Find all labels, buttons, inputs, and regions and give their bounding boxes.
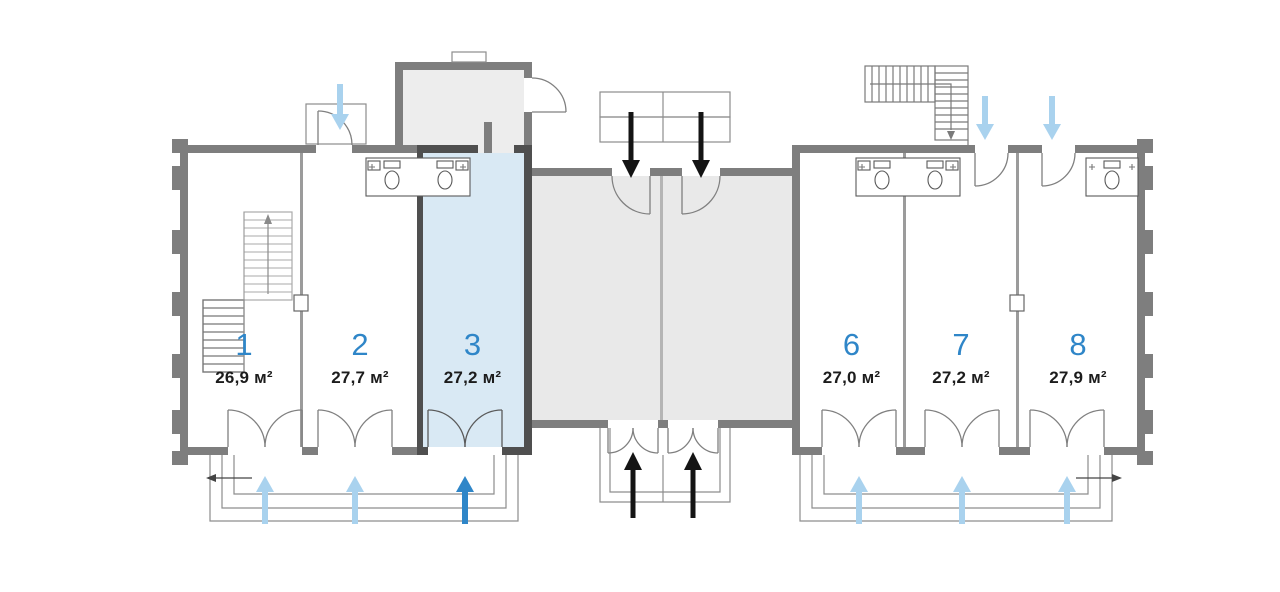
terrace-left-step-2 <box>221 455 507 509</box>
toilet-icon <box>874 170 890 190</box>
entrance-arrow-up-icon <box>684 452 702 518</box>
access-arrow-up-unit-8-icon <box>1058 476 1076 524</box>
door-arc-common-top-left <box>611 175 651 215</box>
toilet-icon <box>384 170 400 190</box>
unit-3-region[interactable] <box>423 153 524 447</box>
terrace-right-step-2 <box>811 455 1101 509</box>
canopy-left <box>305 103 367 145</box>
unit-regions <box>188 153 1137 447</box>
terrace-left-step-1 <box>209 455 519 522</box>
french-doors-unit-2 <box>317 409 393 448</box>
door-arc-unit-7-entrance <box>974 152 1009 187</box>
bathroom-fixtures <box>365 157 1139 197</box>
terrace-left-step-3 <box>233 455 495 495</box>
unit-access-arrows-light <box>256 84 1076 524</box>
interior-staircase <box>202 211 293 373</box>
canopy-center-outer <box>599 91 731 118</box>
access-arrow-down-icon <box>1043 96 1061 140</box>
unit-2-region[interactable] <box>303 153 416 447</box>
access-arrow-up-unit-6-icon <box>850 476 868 524</box>
bathroom-units-6-7 <box>855 157 961 197</box>
access-arrow-up-unit-7-icon <box>953 476 971 524</box>
bathroom-units-2-3 <box>365 157 471 197</box>
stair-direction-arrow-icon <box>264 214 272 224</box>
vestibule-fill <box>398 70 524 153</box>
stair-direction-arrow-icon <box>947 131 955 140</box>
walls-standard <box>172 62 1153 465</box>
door-arc-porch-right <box>667 427 719 454</box>
terrace-exit-arrow-right-icon <box>1112 474 1122 482</box>
main-entrance-arrows <box>622 112 710 518</box>
french-doors-unit-1 <box>227 409 303 448</box>
plus-mark-icon <box>859 164 956 170</box>
unit-access-arrow-accent <box>456 476 474 524</box>
french-doors-unit-8 <box>1029 409 1105 448</box>
plus-mark-icon <box>369 164 466 170</box>
sink-icon <box>857 160 871 171</box>
unit-1-region[interactable] <box>188 153 300 447</box>
canopy-center-inner <box>599 116 731 143</box>
electrical-panel-boxes <box>293 294 1025 312</box>
access-arrow-up-unit-2-icon <box>346 476 364 524</box>
bathroom-unit-8 <box>1085 157 1139 197</box>
toilet-icon <box>927 170 943 190</box>
terrace-exit-arrow-left-icon <box>206 474 216 482</box>
unit-7-region[interactable] <box>906 153 1016 447</box>
access-arrow-up-unit-3-icon <box>456 476 474 524</box>
unit-8-region[interactable] <box>1019 153 1137 447</box>
door-arc-vestibule <box>531 77 567 113</box>
panel-box-left <box>293 294 309 312</box>
common-area-divider <box>660 176 663 420</box>
sink-icon <box>367 160 381 171</box>
access-arrow-down-icon <box>331 84 349 130</box>
terrace-right-step-3 <box>823 455 1089 495</box>
unit-3-highlight-fill <box>423 153 524 447</box>
panel-box-right <box>1009 294 1025 312</box>
steps-and-porches <box>206 428 1122 522</box>
sink-icon <box>455 160 469 171</box>
french-doors-unit-6 <box>821 409 897 448</box>
exterior-staircase <box>864 65 969 145</box>
access-arrow-up-unit-1-icon <box>256 476 274 524</box>
french-doors-unit-3 <box>427 409 503 448</box>
unit-6-region[interactable] <box>800 153 903 447</box>
french-doors-unit-7 <box>924 409 1000 448</box>
common-area-region <box>532 176 792 420</box>
porch-outline-outer <box>599 428 731 503</box>
access-arrow-down-icon <box>976 96 994 140</box>
porch-outline-inner <box>609 428 721 493</box>
entrance-arrow-down-icon <box>692 112 710 178</box>
toilet-icon <box>437 170 453 190</box>
walls-unit-3-selected <box>417 145 532 455</box>
vestibule-parapet <box>451 51 487 63</box>
entrance-arrow-up-icon <box>624 452 642 518</box>
door-arc-common-top-right <box>681 175 721 215</box>
entrance-canopies <box>305 51 731 145</box>
door-arc-porch-left <box>607 427 659 454</box>
entrance-arrow-down-icon <box>622 112 640 178</box>
terrace-right-step-1 <box>799 455 1113 522</box>
plus-mark-icon <box>1089 164 1135 170</box>
door-arc-unit-8-entrance <box>1041 152 1076 187</box>
toilet-icon <box>1104 170 1120 190</box>
sink-icon <box>945 160 959 171</box>
